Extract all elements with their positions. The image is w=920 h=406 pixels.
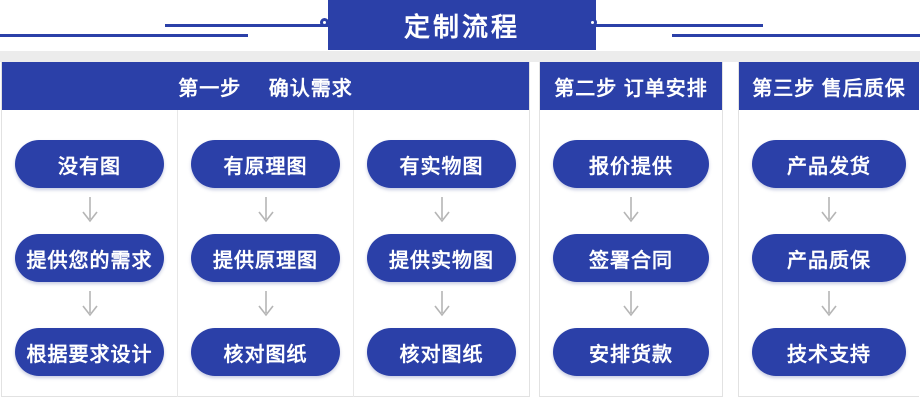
section-step1-card: 第一步 确认需求 没有图 提供您的需求 根据要求设计 有原理图 提供原理图 [1, 62, 530, 397]
flow-step: 提供您的需求 [15, 234, 164, 282]
section-step1-header: 第一步 确认需求 [2, 62, 529, 110]
flow-step: 安排货款 [553, 328, 709, 376]
down-arrow-icon [79, 282, 101, 328]
section-step1-body: 没有图 提供您的需求 根据要求设计 有原理图 提供原理图 核 [2, 110, 529, 397]
flow-step: 有实物图 [367, 140, 516, 188]
section-step3-body: 产品发货 产品质保 技术支持 [739, 110, 919, 397]
section-step3-card: 第三步 售后质保 产品发货 产品质保 技术支持 [738, 62, 919, 397]
section-step3-header: 第三步 售后质保 [739, 62, 919, 110]
down-arrow-icon [818, 188, 840, 234]
section-step2-body: 报价提供 签署合同 安排货款 [540, 110, 722, 397]
flow-step: 报价提供 [553, 140, 709, 188]
decorative-line-left-upper [165, 24, 328, 27]
flow-column-aftersales: 产品发货 产品质保 技术支持 [739, 110, 919, 397]
flow-step: 没有图 [15, 140, 164, 188]
line-end-ring-icon [588, 18, 597, 27]
down-arrow-icon [818, 282, 840, 328]
flow-column-schematic: 有原理图 提供原理图 核对图纸 [177, 110, 353, 397]
flow-step: 技术支持 [752, 328, 906, 376]
flow-step: 核对图纸 [367, 328, 516, 376]
flow-column-no-drawing: 没有图 提供您的需求 根据要求设计 [2, 110, 177, 397]
down-arrow-icon [255, 282, 277, 328]
flow-step: 提供实物图 [367, 234, 516, 282]
flow-step: 有原理图 [191, 140, 340, 188]
down-arrow-icon [620, 282, 642, 328]
down-arrow-icon [79, 188, 101, 234]
decorative-line-left-lower [0, 34, 248, 37]
flow-step: 产品发货 [752, 140, 906, 188]
decorative-line-right-lower [672, 34, 920, 37]
line-end-ring-icon [320, 18, 329, 27]
flow-step: 根据要求设计 [15, 328, 164, 376]
down-arrow-icon [431, 282, 453, 328]
separator-strip [0, 51, 920, 62]
decorative-line-right-upper [596, 24, 763, 27]
section-step2-header: 第二步 订单安排 [540, 62, 722, 110]
flow-column-order: 报价提供 签署合同 安排货款 [540, 110, 722, 397]
flow-step: 产品质保 [752, 234, 906, 282]
flow-column-product-photo: 有实物图 提供实物图 核对图纸 [353, 110, 529, 397]
flow-step: 核对图纸 [191, 328, 340, 376]
down-arrow-icon [255, 188, 277, 234]
down-arrow-icon [620, 188, 642, 234]
section-step2-card: 第二步 订单安排 报价提供 签署合同 安排货款 [539, 62, 723, 397]
page-title: 定制流程 [328, 0, 596, 50]
flow-step: 签署合同 [553, 234, 709, 282]
down-arrow-icon [431, 188, 453, 234]
flow-step: 提供原理图 [191, 234, 340, 282]
